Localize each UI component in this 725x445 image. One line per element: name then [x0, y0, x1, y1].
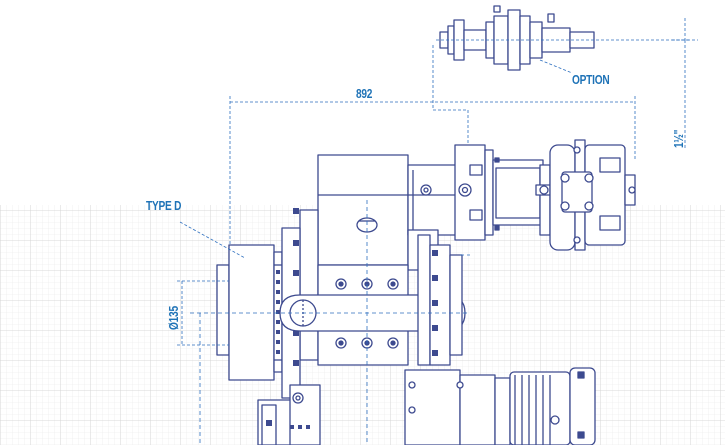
- right-flange-bolts: [432, 250, 438, 356]
- pipe-size-label: 1½": [671, 129, 686, 148]
- diameter-label: Ø135: [166, 306, 181, 330]
- option-label: OPTION: [572, 72, 610, 87]
- lower-left-bolts: [266, 420, 310, 429]
- option-assembly: [439, 5, 595, 71]
- lower-left-hardware: [257, 384, 321, 445]
- width-dimension-value: 892: [356, 86, 373, 101]
- centerlines: [190, 200, 470, 445]
- pipe-size-dimension: [672, 18, 698, 150]
- type-label: TYPE D: [146, 198, 182, 213]
- width-dimension-lines: [229, 45, 636, 255]
- motor-lower: [404, 367, 596, 445]
- motor-upper: [454, 139, 636, 251]
- diameter-dimension: [177, 280, 229, 346]
- type-d-leader: [179, 221, 246, 259]
